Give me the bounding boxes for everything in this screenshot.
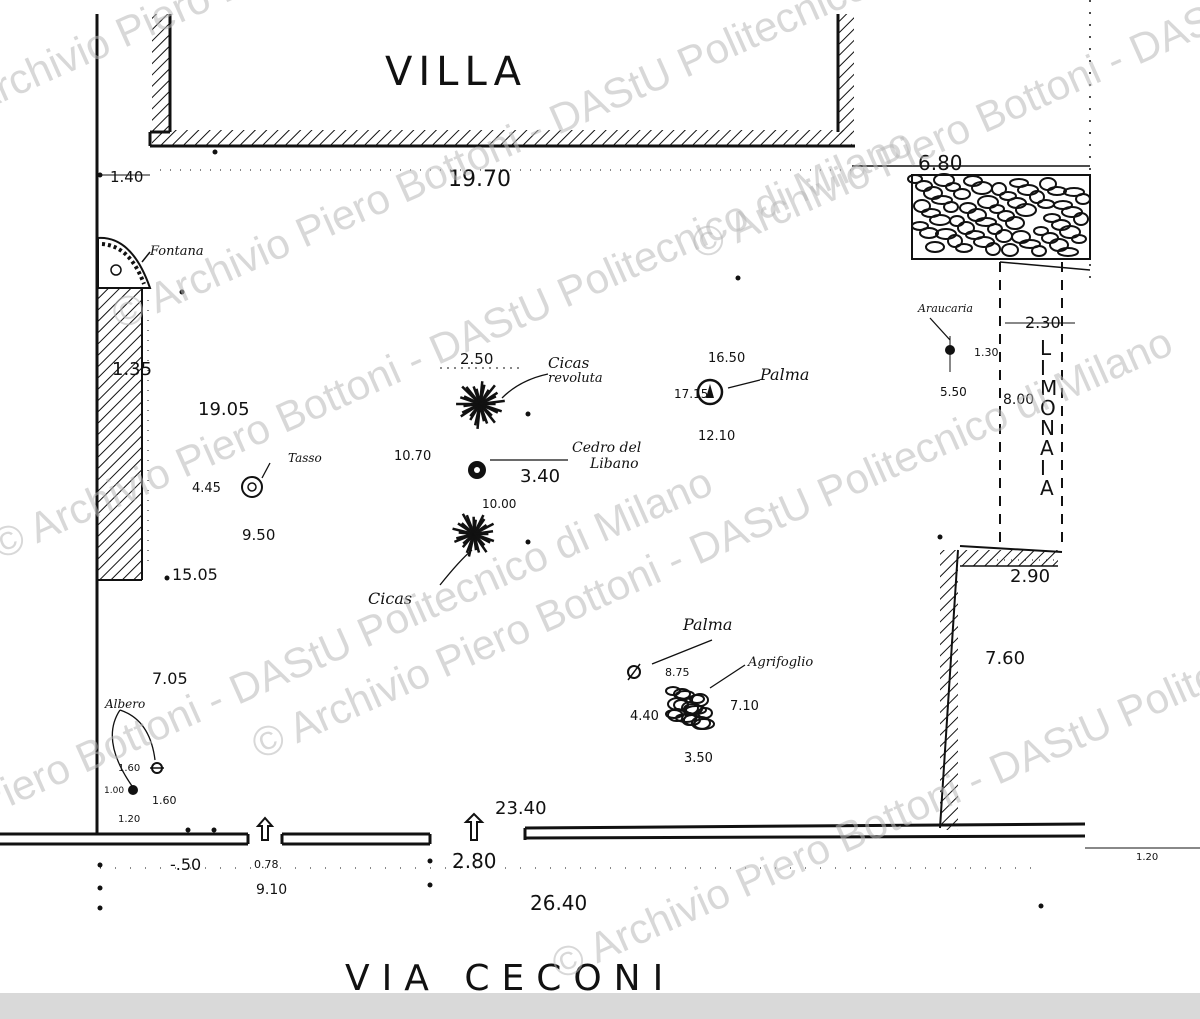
survey-dot: [427, 858, 433, 864]
dim-limonaia-top: 6.80: [918, 151, 963, 175]
m-tree-small-left: 1.00: [104, 786, 124, 796]
dim-villa-width: 19.70: [448, 167, 511, 192]
label-cycas-revoluta-2: revoluta: [548, 371, 603, 386]
palm-top-tree: [696, 378, 724, 406]
label-holly: Agrifoglio: [747, 655, 813, 670]
label-cedar-1: Cedro del: [572, 440, 641, 456]
leader-lines: [111, 317, 951, 787]
villa-wall: [148, 14, 855, 148]
m-palm-top-down: 12.10: [698, 429, 735, 444]
dim-left-depth: 19.05: [198, 399, 250, 420]
villa-title: VILLA: [385, 49, 527, 95]
survey-dot: [97, 862, 103, 868]
survey-points: [97, 149, 1044, 911]
dim-right-stamp: 1.20: [1136, 852, 1158, 863]
m-araucaria-down: 5.50: [940, 385, 967, 399]
street-wall: [0, 812, 1200, 849]
label-cedar-2: Libano: [589, 456, 639, 472]
dim-total-width: 26.40: [530, 891, 587, 915]
hedge-bush: [907, 173, 1091, 257]
m-palm-top-up: 16.50: [708, 351, 745, 366]
m-holly-right: 7.10: [730, 699, 759, 714]
m-yew-down: 9.50: [242, 526, 275, 544]
dim-limonaia-length: 8.00: [1003, 392, 1034, 408]
survey-dot: [97, 885, 103, 891]
label-palm-top: Palma: [759, 365, 809, 384]
label-cycas: Cicas: [368, 589, 412, 608]
label-araucaria: Araucaria: [917, 302, 973, 315]
label-cycas-revoluta-1: Cicas: [548, 354, 590, 372]
m-tree-down: 1.60: [152, 794, 177, 807]
label-yew: Tasso: [288, 451, 322, 465]
label-fountain: Fontana: [149, 244, 204, 259]
watermark: © Archivio Piero Bottoni - DAStU Politec…: [0, 0, 1200, 988]
m-palm-bottom-right: 8.75: [665, 666, 690, 679]
dim-bottom-left: -.50: [170, 855, 201, 874]
dim-gate-small: 0.78: [254, 858, 279, 871]
m-cycas-top: 2.50: [460, 350, 493, 368]
araucaria-tree: [945, 336, 955, 372]
m-palm-bottom-down: 4.40: [630, 709, 659, 724]
survey-dot: [179, 289, 185, 295]
yew-tree: [241, 476, 263, 498]
street-label: VIA CECONI: [345, 958, 675, 999]
m-cedar-size: 3.40: [520, 466, 560, 487]
dimension-lines: [100, 169, 1075, 869]
m-tree-small-down: 1.20: [118, 814, 140, 825]
m-yew-left: 4.45: [192, 481, 221, 496]
cycas-revoluta-plant: [456, 381, 505, 429]
survey-dot: [212, 149, 218, 155]
dim-limonaia-depth: 2.30: [1025, 313, 1061, 332]
m-cedar-left: 10.70: [394, 449, 431, 464]
survey-dot: [211, 827, 217, 833]
m-cedar-bottom: 10.00: [482, 497, 516, 511]
dim-left-lower: 15.05: [172, 565, 218, 584]
m-tree-left: 1.60: [118, 763, 140, 774]
survey-dot: [185, 827, 191, 833]
m-holly-down: 3.50: [684, 751, 713, 766]
paper-edge: [0, 993, 1200, 1019]
dim-left-pillar: 1.35: [112, 359, 152, 380]
dim-right-wall-width: 2.90: [1010, 566, 1050, 587]
dim-right-wall-length: 7.60: [985, 648, 1025, 669]
m-palm-top-left: 17.15: [674, 387, 708, 401]
survey-dot: [97, 172, 103, 178]
dim-gate-offset: 9.10: [256, 882, 287, 898]
dim-left-bottom: 7.05: [152, 669, 188, 688]
survey-dot: [525, 539, 531, 545]
m-araucaria-right: 1.30: [974, 346, 999, 359]
survey-dot: [937, 534, 943, 540]
survey-dot: [427, 882, 433, 888]
right-wall: [939, 549, 1058, 830]
dim-street-depth: 23.40: [495, 798, 547, 819]
dim-top-left-setback: 1.40: [110, 168, 143, 186]
cycas-plant: [452, 513, 495, 557]
svg-text:© Archivio Piero Bottoni - DAS: © Archivio Piero Bottoni - DAStU Politec…: [545, 538, 1200, 989]
survey-dot: [1038, 903, 1044, 909]
fountain: [97, 236, 152, 289]
palm-bottom-tree: [627, 663, 641, 681]
survey-dot: [164, 575, 170, 581]
survey-dot: [97, 905, 103, 911]
limonaia: [852, 0, 1091, 553]
survey-dot: [525, 411, 531, 417]
small-trees: [128, 762, 164, 795]
left-boundary: [95, 14, 143, 835]
label-palm-bottom: Palma: [682, 615, 732, 634]
survey-dot: [735, 275, 741, 281]
label-tree: Albero: [104, 697, 145, 711]
holly-bush: [665, 686, 715, 730]
cedar-tree: [468, 461, 486, 479]
dim-gate-width: 2.80: [452, 849, 497, 873]
